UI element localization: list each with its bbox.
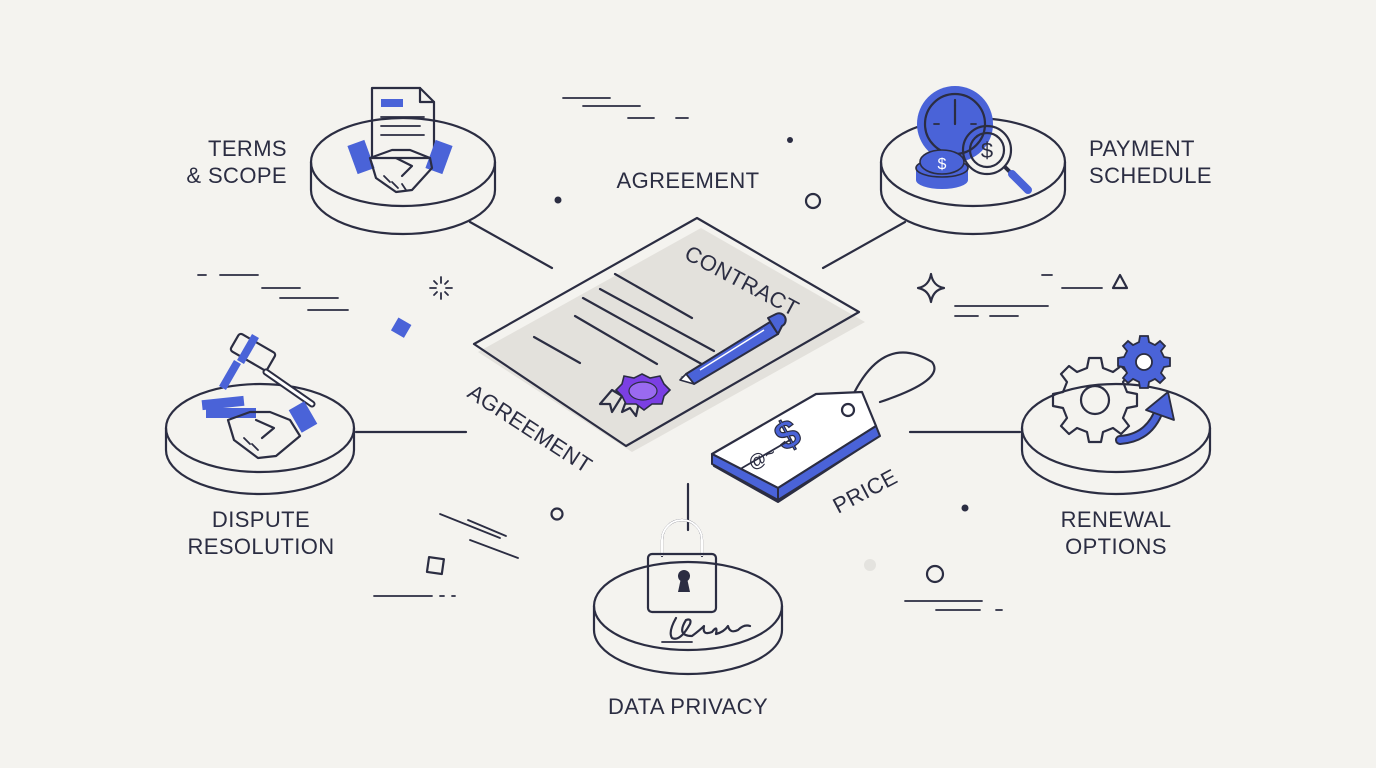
contract-text-line — [573, 314, 659, 366]
platform-privacy — [592, 560, 784, 676]
padlock-signature-icon — [646, 518, 752, 643]
label-renewal-line2: OPTIONS — [1065, 534, 1167, 559]
platform-dispute — [164, 382, 356, 496]
sparkle-icon — [429, 276, 453, 300]
contract-text-line — [613, 272, 694, 320]
label-dispute-line2: RESOLUTION — [187, 534, 334, 559]
label-terms-line2: & SCOPE — [186, 163, 287, 188]
deco-ring — [804, 192, 822, 210]
seal-icon — [598, 373, 672, 418]
label-agreement: AGREEMENT — [617, 168, 760, 193]
deco-square — [425, 555, 445, 576]
label-dispute-line1: DISPUTE — [212, 507, 310, 532]
gavel-handshake-icon — [201, 332, 318, 460]
deco-dash — [439, 513, 501, 539]
connector-lines — [354, 220, 1022, 532]
gears-arrow-icon — [1051, 335, 1175, 445]
svg-text:$: $ — [938, 156, 947, 173]
label-terms-line1: TERMS — [208, 136, 287, 161]
deco-blue-square — [390, 317, 412, 338]
contract-text-line — [581, 296, 709, 369]
triangle-icon — [1111, 273, 1129, 290]
connector-terms — [468, 220, 554, 270]
deco-dot — [864, 559, 876, 571]
platform-renewal — [1020, 382, 1212, 496]
handshake-document-icon — [347, 86, 453, 194]
connector-payment — [821, 220, 907, 270]
deco-ring — [550, 507, 564, 521]
svg-text:$: $ — [981, 138, 993, 163]
label-data-privacy: DATA PRIVACY — [608, 694, 768, 719]
label-payment-line1: PAYMENT — [1089, 136, 1195, 161]
deco-dash — [467, 519, 507, 537]
contract-paper — [472, 216, 861, 448]
deco-dot — [554, 196, 562, 204]
decorations — [197, 97, 1129, 611]
platform-terms — [309, 116, 497, 236]
deco-dot — [961, 504, 969, 512]
deco-dash — [469, 539, 519, 559]
contract-text-line — [532, 335, 582, 365]
deco-dot — [787, 137, 793, 143]
clock-coin-magnifier-icon: $ $ — [915, 86, 1032, 194]
star-icon — [916, 272, 946, 304]
label-renewal-line1: RENEWAL — [1061, 507, 1172, 532]
label-price: PRICE — [829, 464, 902, 519]
pen-icon — [679, 312, 787, 385]
deco-ring — [925, 564, 945, 584]
labels: TERMS & SCOPE AGREEMENT PAYMENT SCHEDULE… — [186, 136, 1212, 719]
contract-text-line — [598, 287, 716, 353]
label-payment-line2: SCHEDULE — [1089, 163, 1212, 188]
price-tag-icon: $ @~ — [710, 351, 936, 503]
